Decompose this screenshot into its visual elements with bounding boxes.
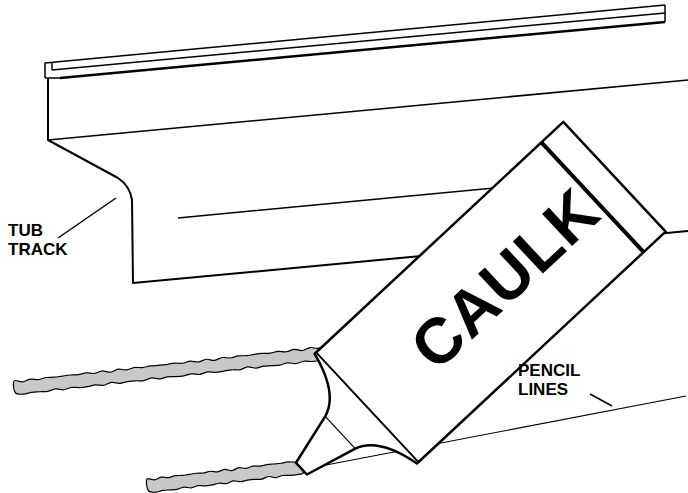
caulk-bead: [13, 345, 336, 394]
tube-seam: [316, 352, 418, 462]
caulk-beads: [13, 345, 336, 492]
leader-line: [590, 394, 612, 406]
nozzle-line: [325, 416, 355, 448]
caulk-tube: [250, 122, 665, 493]
track-rail: [60, 22, 665, 78]
track-rail: [664, 5, 666, 22]
leader-line: [58, 198, 116, 238]
part-label: PENCIL LINES: [518, 362, 598, 399]
track-edge: [48, 80, 688, 140]
tube-body: [250, 122, 665, 493]
caulk-bead: [146, 460, 304, 493]
track-rail: [51, 63, 53, 70]
track-rail: [52, 13, 665, 70]
part-label: TUB TRACK: [8, 222, 72, 259]
track-rail: [45, 5, 665, 78]
